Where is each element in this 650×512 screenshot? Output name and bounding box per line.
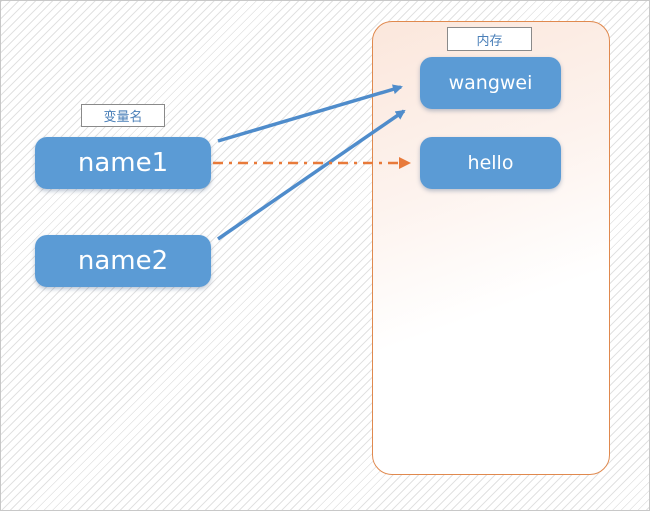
arrow-name2-to-wangwei: [217, 109, 406, 241]
variable-node-name2: name2: [35, 235, 211, 287]
memory-value-wangwei: wangwei: [420, 57, 561, 109]
variable-names-label: 变量名: [81, 104, 165, 127]
arrow-name1-to-wangwei: [217, 84, 403, 143]
memory-value-hello: hello: [420, 137, 561, 189]
variable-node-name1: name1: [35, 137, 211, 189]
memory-label: 内存: [447, 27, 532, 51]
